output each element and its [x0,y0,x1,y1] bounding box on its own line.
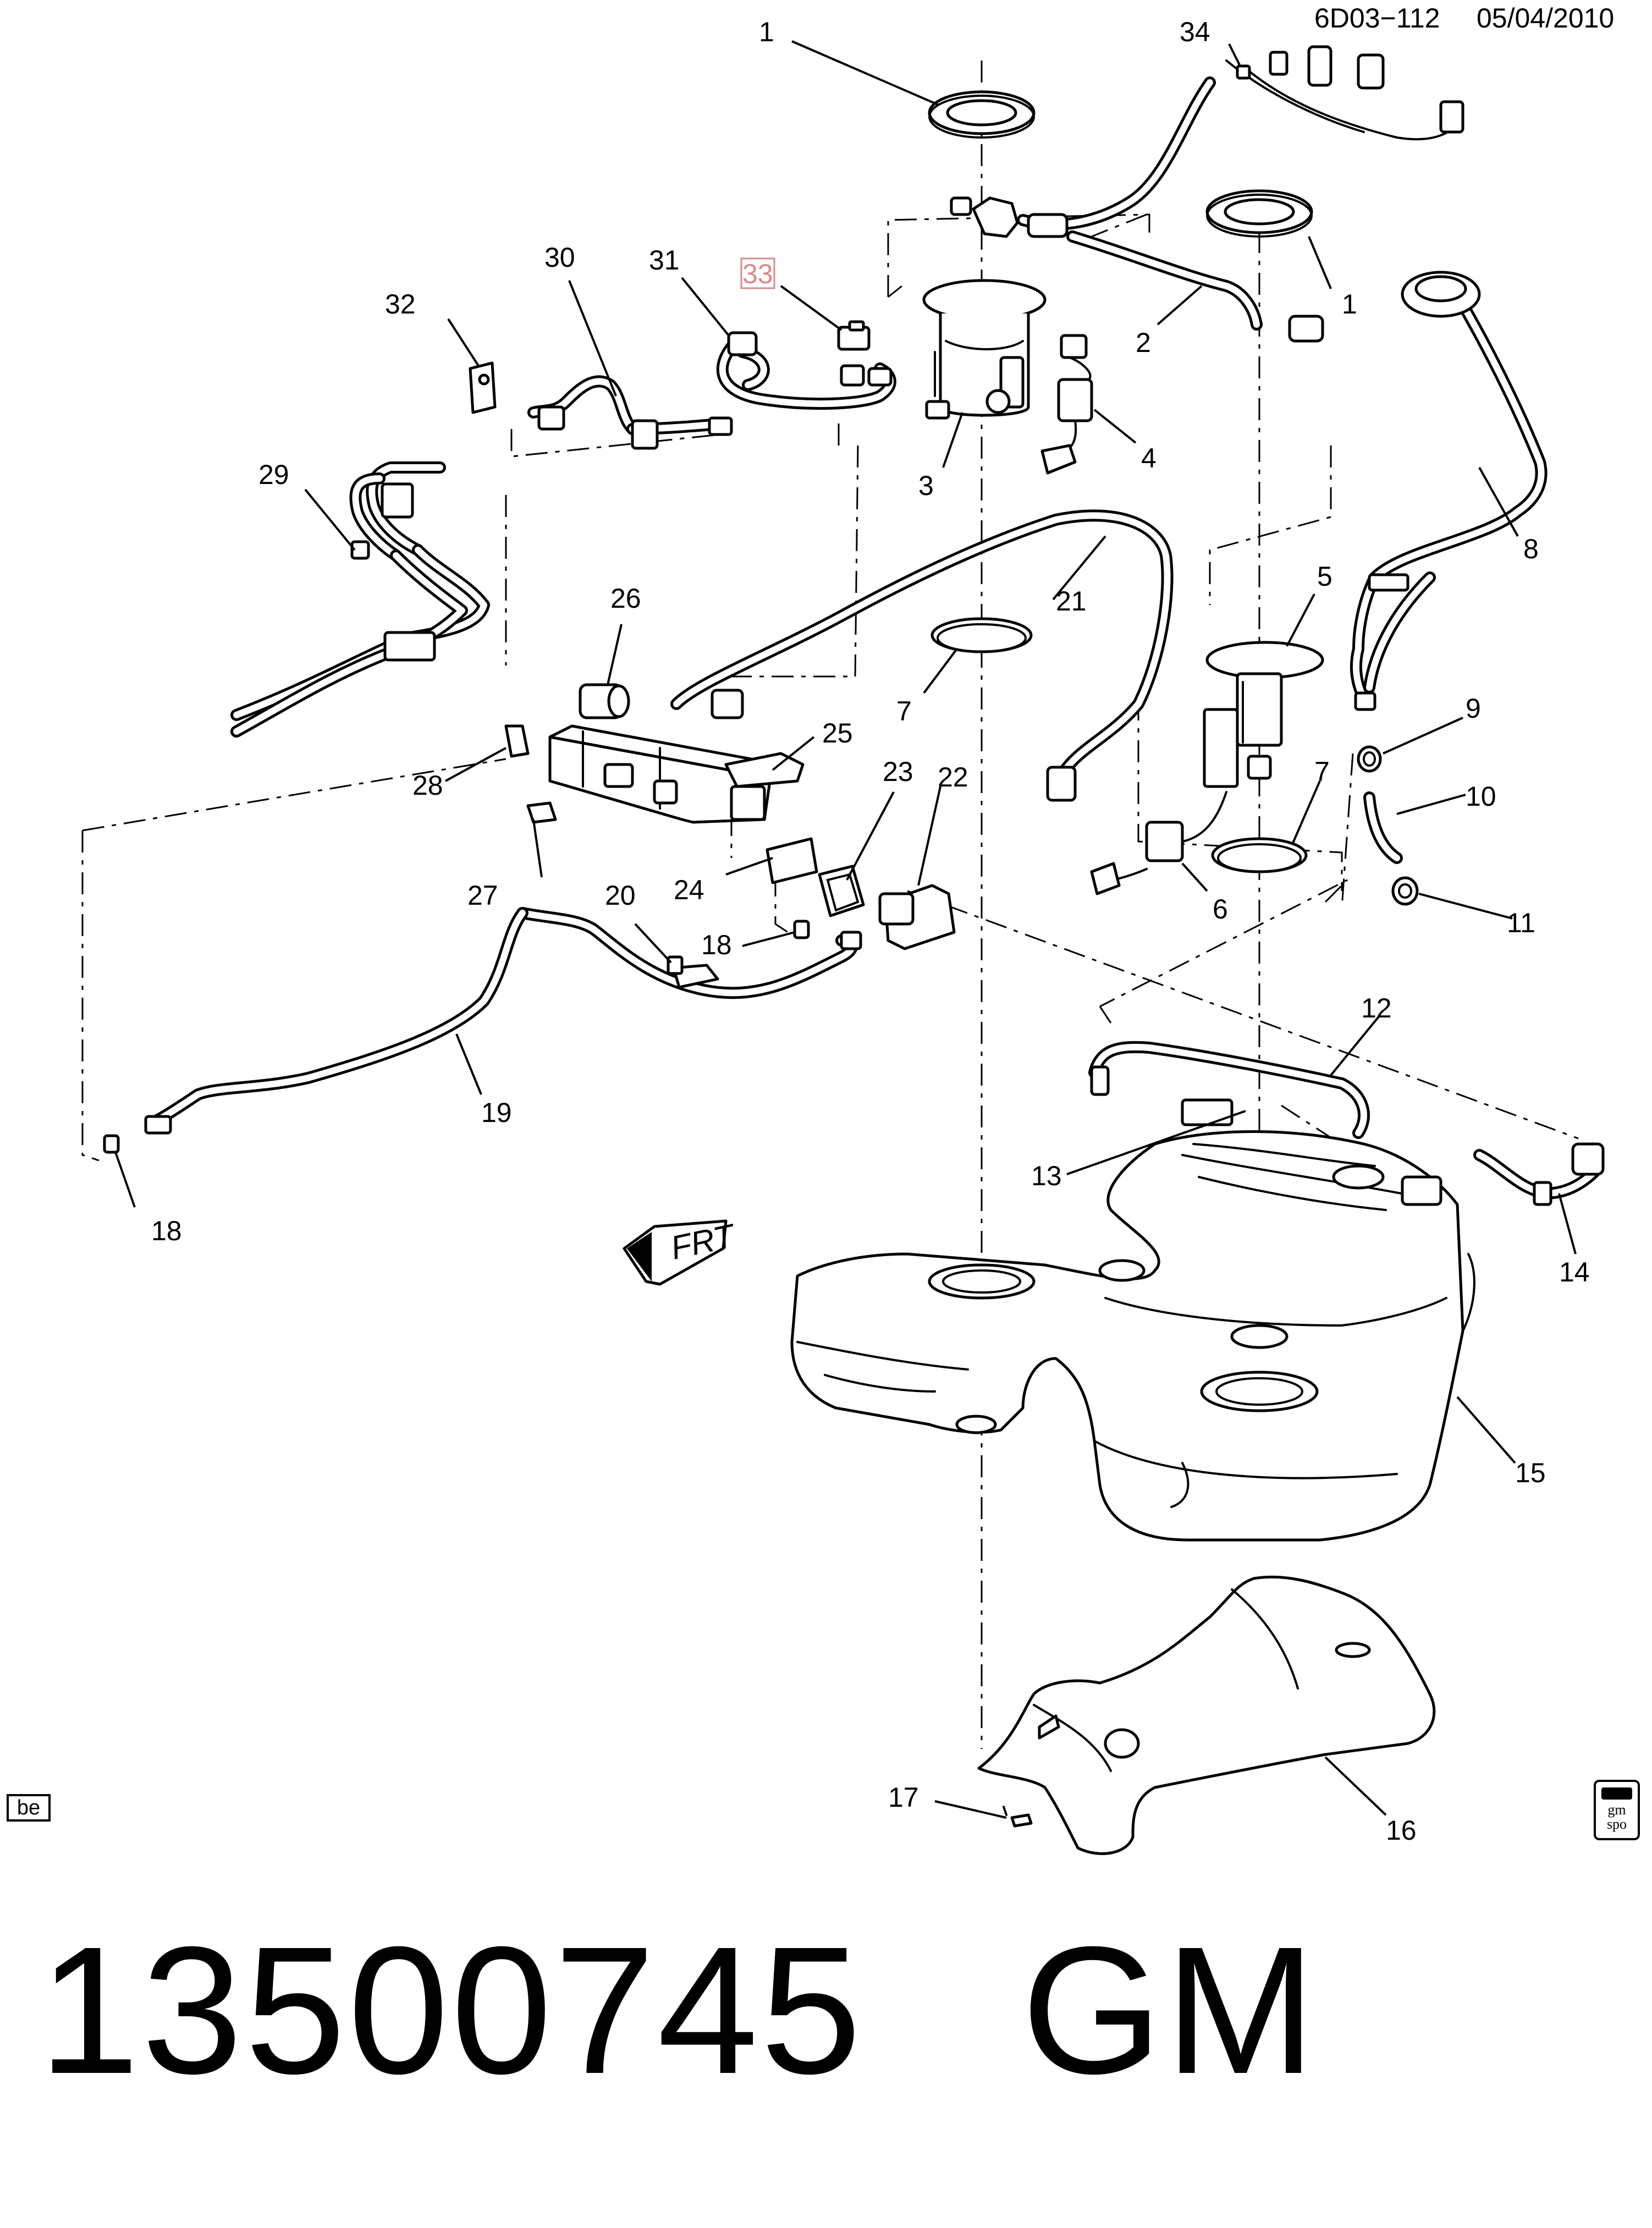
callout-23: 23 [883,756,913,787]
callout-17: 17 [888,1782,919,1813]
fuel-pump-module [922,279,1047,420]
callout-1: 1 [1342,289,1357,320]
fuel-line-upper [950,196,1324,343]
hose-clamp-upper [1357,745,1382,773]
canister-filter-22 [878,884,956,950]
vapor-line-19 [144,907,862,1135]
filter-shield-24 [766,837,818,884]
be-badge: be [7,1794,51,1822]
vent-line-12 [1088,1041,1370,1139]
fuel-line-bundle-29 [230,461,490,738]
callout-22: 22 [938,762,968,793]
fuel-sender-assembly [1090,641,1324,895]
callout-32: 32 [385,289,416,320]
clip-28 [504,724,530,758]
callout-26: 26 [610,583,641,614]
callout-25: 25 [822,718,853,749]
fuel-tank [790,1098,1475,1542]
callout-12: 12 [1361,993,1392,1024]
callout-27: 27 [467,880,498,911]
callout-11: 11 [1507,907,1535,938]
callout-19: 19 [481,1097,512,1128]
hose-clamp-lower [1391,876,1419,906]
leader-lines [114,40,1577,1819]
callout-16: 16 [1386,1815,1417,1846]
callout-29: 29 [258,459,289,490]
gm-badge-gm-text: gm [1607,1802,1626,1818]
vapor-line-21 [670,509,1174,802]
part-number-caption: 13500745 GM [38,1919,1318,2101]
gm-spo-badge: gm spo [1594,1780,1640,1840]
clip-18-upper [793,920,810,939]
callout-13: 13 [1031,1160,1062,1191]
callout-10: 10 [1466,781,1496,812]
fuel-tank-heat-shield [977,1575,1436,1855]
callout-7: 7 [1314,756,1330,787]
evap-canister [548,724,783,824]
gm-badge-spo-text: spo [1606,1816,1627,1832]
callout-24: 24 [674,874,704,905]
fuel-feed-line-31 [716,331,896,410]
fuel-line-30 [527,375,733,450]
callout-31: 31 [649,245,680,276]
clip-20 [667,955,719,989]
callout-21: 21 [1056,586,1087,617]
callout-6: 6 [1213,894,1228,925]
filler-hose [1363,791,1403,864]
clip-18-lower [103,1134,120,1154]
callout-5: 5 [1317,561,1332,592]
fuel-filler-pipe [1350,271,1548,711]
diagram-code: 6D03−112 [1314,3,1440,34]
callout-labels: 1 1 2 3 4 5 6 7 7 8 9 10 11 12 13 14 15 … [151,16,1590,1846]
connector-33 [837,320,871,351]
filler-neck-hose [1473,1142,1605,1206]
diagram-date: 05/04/2010 [1477,3,1614,34]
filter-bracket-23 [818,865,865,917]
callout-34: 34 [1180,16,1210,47]
front-direction-arrow-icon: FRT [623,1217,740,1286]
bracket-32 [469,361,497,414]
seal-ring-right [1211,837,1308,873]
fuel-level-sensor-left [1040,334,1093,475]
part-brand: GM [1021,1908,1318,2111]
callout-20: 20 [605,880,636,911]
grommet-27 [526,801,557,824]
callout-7: 7 [896,696,912,727]
callout-30: 30 [544,242,575,273]
callout-1: 1 [759,16,774,47]
callout-18: 18 [701,929,732,960]
lock-ring-top-right [1205,189,1313,238]
callout-3: 3 [918,470,934,501]
callout-14: 14 [1559,1257,1590,1288]
callout-15: 15 [1515,1457,1546,1488]
callout-18: 18 [151,1215,182,1246]
canister-valve-26 [579,683,630,719]
lock-ring-top-left [928,90,1036,139]
callout-4: 4 [1141,443,1157,474]
callout-33-highlight-box [740,257,775,289]
callout-28: 28 [412,770,443,801]
callout-2: 2 [1136,327,1151,358]
callout-9: 9 [1466,693,1481,724]
callout-33-highlighted: 33 [742,258,773,289]
fastener-17 [1003,1806,1033,1828]
gm-badge-stripe [1601,1787,1632,1800]
part-number: 13500745 [38,1908,864,2111]
seal-ring-left [930,617,1033,653]
canister-bracket-25 [724,752,805,821]
callout-8: 8 [1523,533,1539,564]
